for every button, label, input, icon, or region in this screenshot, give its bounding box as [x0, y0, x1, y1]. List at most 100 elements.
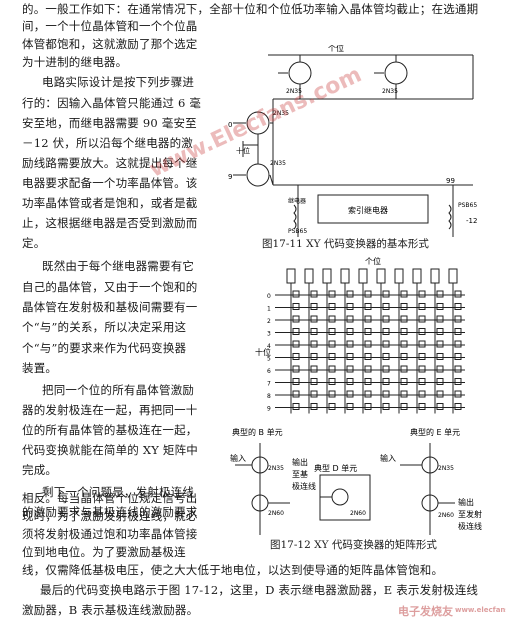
- matrix-cell: [454, 390, 462, 398]
- matrix-cell: [328, 353, 336, 360]
- fig1-label-ge: 个位: [328, 45, 344, 53]
- matrix-cell: [400, 353, 408, 360]
- row-number: 9: [267, 406, 271, 413]
- e-driver-box: [394, 268, 404, 284]
- matrix-cell: [400, 378, 408, 385]
- matrix-cell: [346, 303, 354, 310]
- text-line: 晶体管在发射极和基极间需要有一: [22, 300, 198, 314]
- text-line: －12 伏，所以沿每个继电器的激: [22, 136, 193, 150]
- matrix-cell: [400, 340, 408, 348]
- matrix-cell: [364, 290, 372, 298]
- matrix-cell: [382, 328, 390, 335]
- matrix-cell: [292, 303, 300, 310]
- matrix-cell: [400, 365, 408, 373]
- b-out3: 极连线: [292, 481, 316, 491]
- matrix-cell: [454, 290, 462, 298]
- matrix-cell: [418, 378, 426, 385]
- matrix-cell: [310, 353, 318, 360]
- matrix-cell: [346, 365, 354, 373]
- matrix-cell: [346, 403, 354, 410]
- matrix-cell: [310, 403, 318, 410]
- matrix-cell: [400, 403, 408, 410]
- matrix-cell: [364, 303, 372, 310]
- row-number: 8: [267, 393, 271, 400]
- matrix-cell: [382, 315, 390, 323]
- matrix-cell: [436, 315, 444, 323]
- e-out2: 至发射: [458, 509, 482, 519]
- matrix-cell: [400, 328, 408, 335]
- e-driver-box: [286, 268, 296, 284]
- t2-label: 2N35: [382, 88, 398, 95]
- watermark-logo: 电子发烧友: [398, 605, 453, 618]
- matrix-cell: [400, 290, 408, 298]
- matrix-cell: [382, 403, 390, 410]
- matrix-cell: [310, 290, 318, 298]
- matrix-cell: [418, 290, 426, 298]
- matrix-cell: [292, 340, 300, 348]
- text-line: 止，这根据继电器是否受到激励而: [22, 216, 198, 230]
- matrix-cell: [292, 390, 300, 398]
- text-line: 电路实际设计是按下列步骤进: [42, 75, 195, 89]
- matrix-cell: [328, 403, 336, 410]
- num-99: 99: [446, 177, 455, 185]
- matrix-cell: [310, 365, 318, 373]
- text-line: 最后的代码变换电路示于图 17-12，这里，D 表示继电器激励器，E 表示发射极…: [40, 583, 479, 597]
- b-out: 输出: [292, 457, 308, 467]
- matrix-cell: [310, 303, 318, 310]
- matrix-cell: [454, 340, 462, 348]
- text-line: 完成。: [22, 463, 58, 477]
- matrix-cell: [292, 328, 300, 335]
- e-t1: 2N35: [438, 465, 454, 472]
- matrix-cell: [292, 378, 300, 385]
- matrix-cell: [310, 340, 318, 348]
- matrix-cell: [292, 353, 300, 360]
- matrix-cell: [292, 290, 300, 298]
- matrix-cell: [418, 303, 426, 310]
- text-line: 间，一个十位晶体管和一个个位晶: [22, 19, 198, 33]
- text-line: 线，仅需降低基极电压，使之大大低于地电位，以达到使导通的矩阵晶体管饱和。: [22, 563, 444, 577]
- e-out: 输出: [458, 497, 474, 507]
- matrix-cell: [328, 303, 336, 310]
- num-9: 9: [228, 173, 232, 181]
- matrix-cell: [382, 365, 390, 373]
- b-t2: 2N60: [268, 510, 284, 517]
- matrix-cell: [436, 290, 444, 298]
- matrix-cell: [454, 328, 462, 335]
- text-line: 相反。每当晶体管个位规定信号出: [22, 491, 198, 505]
- d-t: 2N60: [350, 510, 366, 517]
- matrix-cell: [346, 353, 354, 360]
- e-driver-box: [412, 268, 422, 284]
- text-line: 既然由于每个继电器需要有它: [42, 259, 195, 273]
- e-t2: 2N60: [438, 512, 454, 519]
- psr-left: PSB65: [288, 228, 307, 235]
- e-unit-title: 典型的 E 单元: [410, 427, 460, 437]
- row-number: 2: [267, 318, 271, 325]
- text-line: 定。: [22, 236, 46, 250]
- matrix-cell: [418, 365, 426, 373]
- matrix-cell: [364, 365, 372, 373]
- e-driver-box: [448, 268, 458, 284]
- relay-text: 继电器: [288, 197, 306, 205]
- matrix-cell: [400, 303, 408, 310]
- row-number: 7: [267, 381, 271, 388]
- matrix-cell: [454, 303, 462, 310]
- matrix-cell: [364, 353, 372, 360]
- matrix-cell: [346, 390, 354, 398]
- fig1-label-shi: 十位: [236, 146, 250, 155]
- t3-label: 2N35: [273, 110, 289, 117]
- matrix-cell: [364, 315, 372, 323]
- matrix-cell: [382, 340, 390, 348]
- row-number: 1: [267, 306, 271, 313]
- matrix-cell: [328, 378, 336, 385]
- matrix-cell: [454, 315, 462, 323]
- fig2-label-ge: 个位: [365, 256, 381, 266]
- figure-17-11-caption: 图17-11 XY 代码变换器的基本形式: [262, 238, 429, 250]
- matrix-cell: [436, 303, 444, 310]
- row-number: 6: [267, 368, 271, 375]
- row-number: 3: [267, 331, 271, 338]
- text-line: 行的：因输入晶体管只能通过 6 毫: [22, 96, 202, 110]
- text-line: 个“与”的要求来作为代码变换器: [22, 341, 187, 355]
- relay-box-label: 索引继电器: [348, 205, 388, 215]
- text-line: 须将发射极通过饱和功率晶体管接: [22, 527, 198, 541]
